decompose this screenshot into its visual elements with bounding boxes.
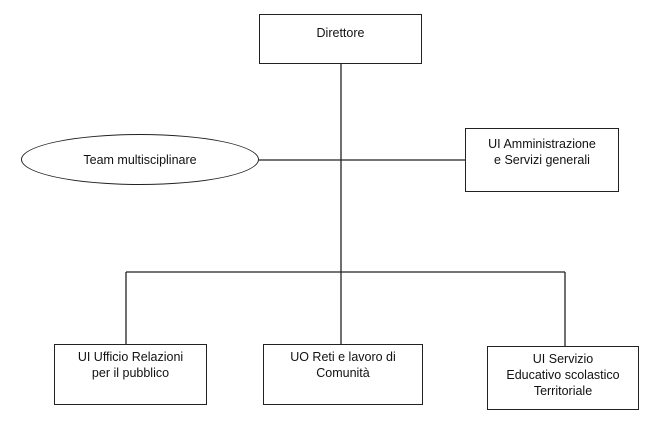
node-reti-comunita: UO Reti e lavoro di Comunità [263, 344, 423, 405]
node-direttore: Direttore [259, 14, 422, 64]
node-team-label: Team multisciplinare [83, 152, 197, 167]
node-reti-label: UO Reti e lavoro di Comunità [290, 350, 396, 380]
node-urp-label: UI Ufficio Relazioni per il pubblico [77, 350, 184, 380]
node-amministrazione-label: UI Amministrazione e Servizi generali [488, 137, 596, 167]
node-direttore-label: Direttore [316, 26, 365, 40]
node-ufficio-relazioni: UI Ufficio Relazioni per il pubblico [54, 344, 207, 405]
node-amministrazione: UI Amministrazione e Servizi generali [465, 128, 619, 192]
node-team-multidisciplinare: Team multisciplinare [21, 134, 259, 185]
node-servizio-educativo-label: UI Servizio Educativo scolastico Territo… [506, 352, 620, 398]
node-servizio-educativo: UI Servizio Educativo scolastico Territo… [487, 346, 639, 410]
